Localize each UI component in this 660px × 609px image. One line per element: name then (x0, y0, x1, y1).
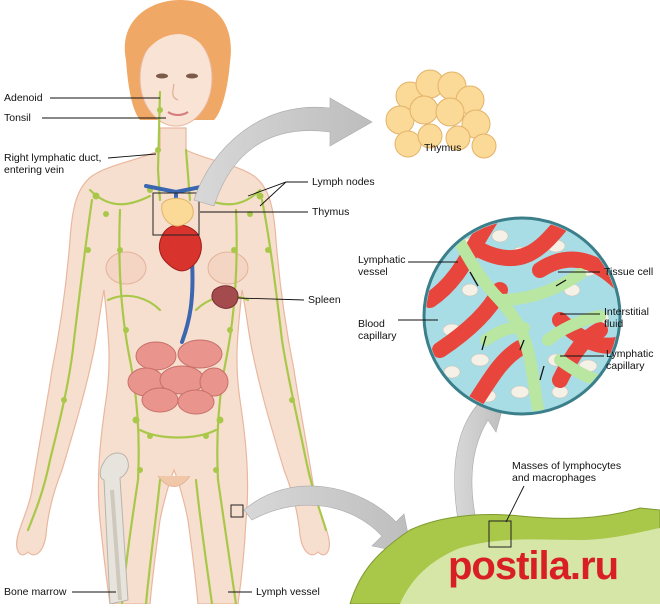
leg-detail-box (230, 504, 244, 518)
label-blood-capillary: Blood capillary (358, 318, 397, 342)
label-interstitial-fluid: Interstitial fluid (604, 306, 649, 330)
thymus-detail (385, 69, 497, 159)
flow-arrows (469, 271, 567, 381)
duct-line (107, 153, 157, 159)
label-adenoid: Adenoid (4, 92, 43, 104)
label-lymph-vessel: Lymph vessel (256, 586, 320, 598)
femur-bone (99, 452, 129, 605)
label-thymus-detail: Thymus (424, 142, 462, 154)
label-lymphatic-vessel: Lymphatic vessel (358, 254, 406, 278)
label-thymus-body: Thymus (312, 206, 350, 218)
breast-right (207, 251, 249, 285)
lymph-nodes (61, 107, 295, 473)
label-lymphatic-capillary: Lymphatic capillary (606, 348, 654, 372)
label-lymph-nodes: Lymph nodes (312, 176, 375, 188)
tissue-circle (422, 216, 622, 416)
eye-left (156, 73, 168, 79)
nose (172, 83, 179, 101)
label-tonsil: Tonsil (4, 112, 31, 124)
arrow-to-thymus (193, 97, 373, 207)
arrow-to-circle (454, 395, 507, 521)
masses-box (488, 520, 512, 548)
masses-line (505, 485, 525, 523)
leader-lines (42, 97, 604, 593)
label-tissue-cell: Tissue cell (604, 266, 654, 278)
mouth (167, 111, 189, 116)
thymus-body (161, 197, 194, 227)
intestines (127, 339, 229, 415)
lymph-nodes-line (247, 181, 308, 207)
label-spleen: Spleen (308, 294, 341, 306)
thymus-box (152, 192, 200, 236)
hair-fringe (140, 17, 217, 64)
breast-left (105, 251, 147, 285)
lymph-node-detail (349, 507, 660, 605)
eye-right (186, 73, 198, 79)
label-masses: Masses of lymphocytes and macrophages (512, 460, 622, 484)
watermark: postila.ru (448, 544, 619, 588)
spleen-line (237, 297, 305, 301)
human-body (16, 0, 330, 605)
heart (158, 224, 202, 272)
label-bone-marrow: Bone marrow (4, 586, 67, 598)
spleen-organ (211, 285, 239, 309)
label-right-lymphatic-duct: Right lymphatic duct, entering vein (4, 152, 102, 176)
